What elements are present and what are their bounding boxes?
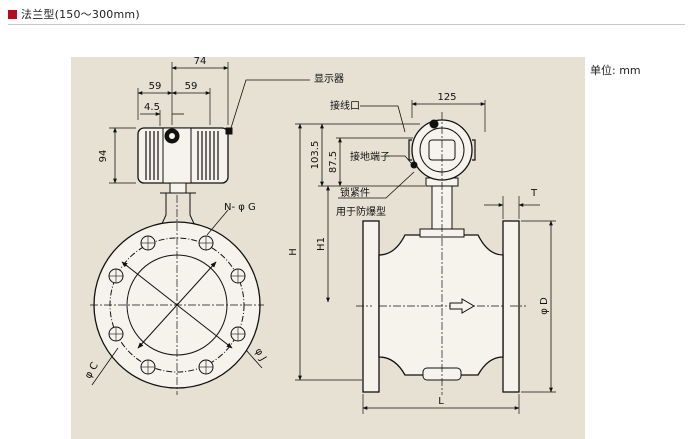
label-holes: N- φ G: [224, 202, 256, 213]
dim-phi-c: φ C: [83, 361, 101, 381]
cable-gland: [225, 127, 233, 135]
dim-phi-d: φ D: [539, 297, 550, 315]
callout-ground: 接地端子: [350, 150, 390, 163]
unit-label: 单位: mm: [590, 64, 641, 77]
dim-59-left: 59: [149, 81, 162, 92]
header-marker-icon: [8, 9, 17, 19]
dim-l: L: [438, 396, 444, 407]
dim-74: 74: [194, 56, 207, 67]
dim-125: 125: [437, 92, 456, 103]
left-flange: [362, 220, 380, 393]
header-divider: [8, 24, 685, 25]
callout-wiring: 接线口: [330, 99, 360, 112]
dim-t: T: [530, 188, 538, 199]
section-title: 法兰型(150～300mm): [21, 8, 140, 21]
dim-59-right: 59: [185, 81, 198, 92]
flow-arrow-icon: [449, 298, 475, 314]
dim-94: 94: [98, 150, 109, 163]
section-header: 法兰型(150～300mm): [8, 5, 140, 23]
transmitter-fins: [145, 131, 219, 180]
meter-body: [378, 234, 504, 376]
ground-terminal: [410, 161, 418, 169]
left-view: [90, 62, 310, 395]
neck: [169, 182, 187, 194]
dim-h1: H1: [316, 237, 327, 251]
dim-87-5: 87.5: [328, 151, 339, 173]
dim-phi-j: φ J: [252, 346, 268, 363]
dim-4-5: 4.5: [144, 102, 160, 113]
callout-explosion: 用于防爆型: [336, 205, 386, 218]
dim-103-5: 103.5: [310, 141, 321, 170]
callout-display: 显示器: [314, 73, 344, 85]
right-flange: [502, 220, 520, 393]
right-view: [295, 100, 556, 414]
callout-lock: 锁紧件: [340, 186, 370, 199]
dim-h: H: [288, 248, 299, 256]
wiring-port-right: [429, 119, 439, 129]
